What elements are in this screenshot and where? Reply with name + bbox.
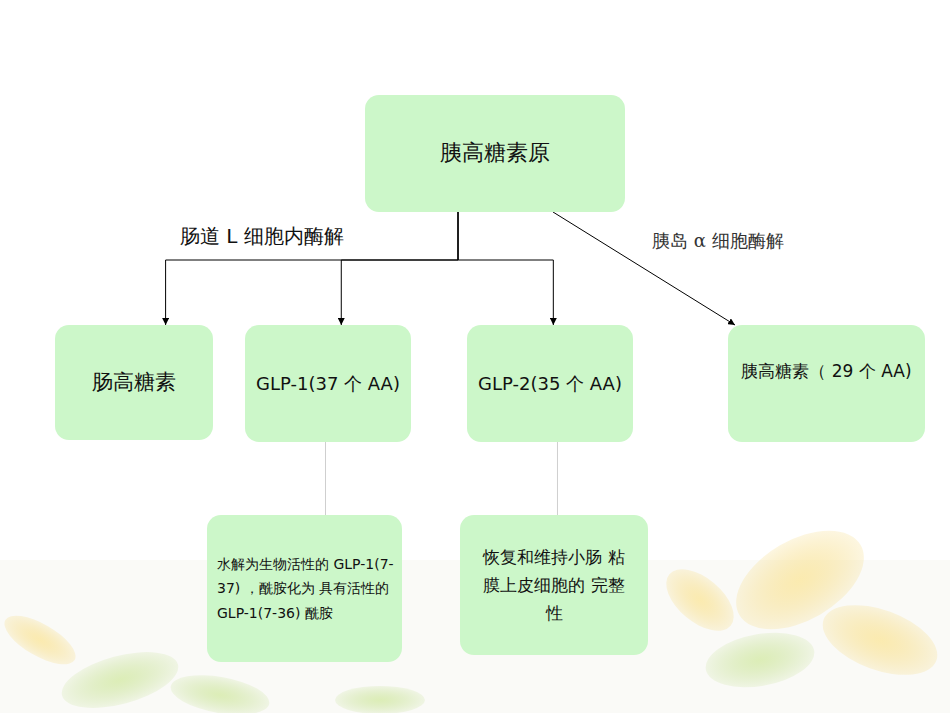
- process-box: 恢复和维持小肠 粘膜上皮细胞的 完整性: [460, 515, 648, 655]
- box-text: 水解为生物活性的 GLP-1(7-37) ，酰胺化为 具有活性的 GLP-1(7…: [217, 552, 396, 626]
- connector-line: [557, 442, 558, 515]
- edge-label: 肠道 L 细胞内酶解: [180, 223, 344, 250]
- connector-arrow: [341, 212, 458, 325]
- connector-arrow: [166, 212, 458, 325]
- connector-arrow: [553, 212, 735, 325]
- box-text: GLP-2(35 个 AA): [471, 372, 629, 395]
- connector-arrow: [458, 212, 553, 325]
- process-box: GLP-2(35 个 AA): [467, 325, 633, 442]
- box-text: 恢复和维持小肠 粘膜上皮细胞的 完整性: [482, 543, 626, 627]
- box-text: 胰高糖素原: [375, 139, 615, 168]
- connector-line: [325, 442, 326, 515]
- box-text: GLP-1(37 个 AA): [249, 372, 407, 395]
- edge-label: 胰岛 α 细胞酶解: [652, 229, 784, 253]
- box-text: 肠高糖素: [63, 369, 205, 396]
- process-box: GLP-1(37 个 AA): [245, 325, 411, 442]
- process-box: 肠高糖素: [55, 325, 213, 440]
- process-box: 水解为生物活性的 GLP-1(7-37) ，酰胺化为 具有活性的 GLP-1(7…: [207, 515, 402, 662]
- process-box: 胰高糖素（ 29 个 AA): [728, 325, 925, 442]
- box-text: 胰高糖素（ 29 个 AA): [730, 360, 923, 382]
- process-box: 胰高糖素原: [365, 95, 625, 212]
